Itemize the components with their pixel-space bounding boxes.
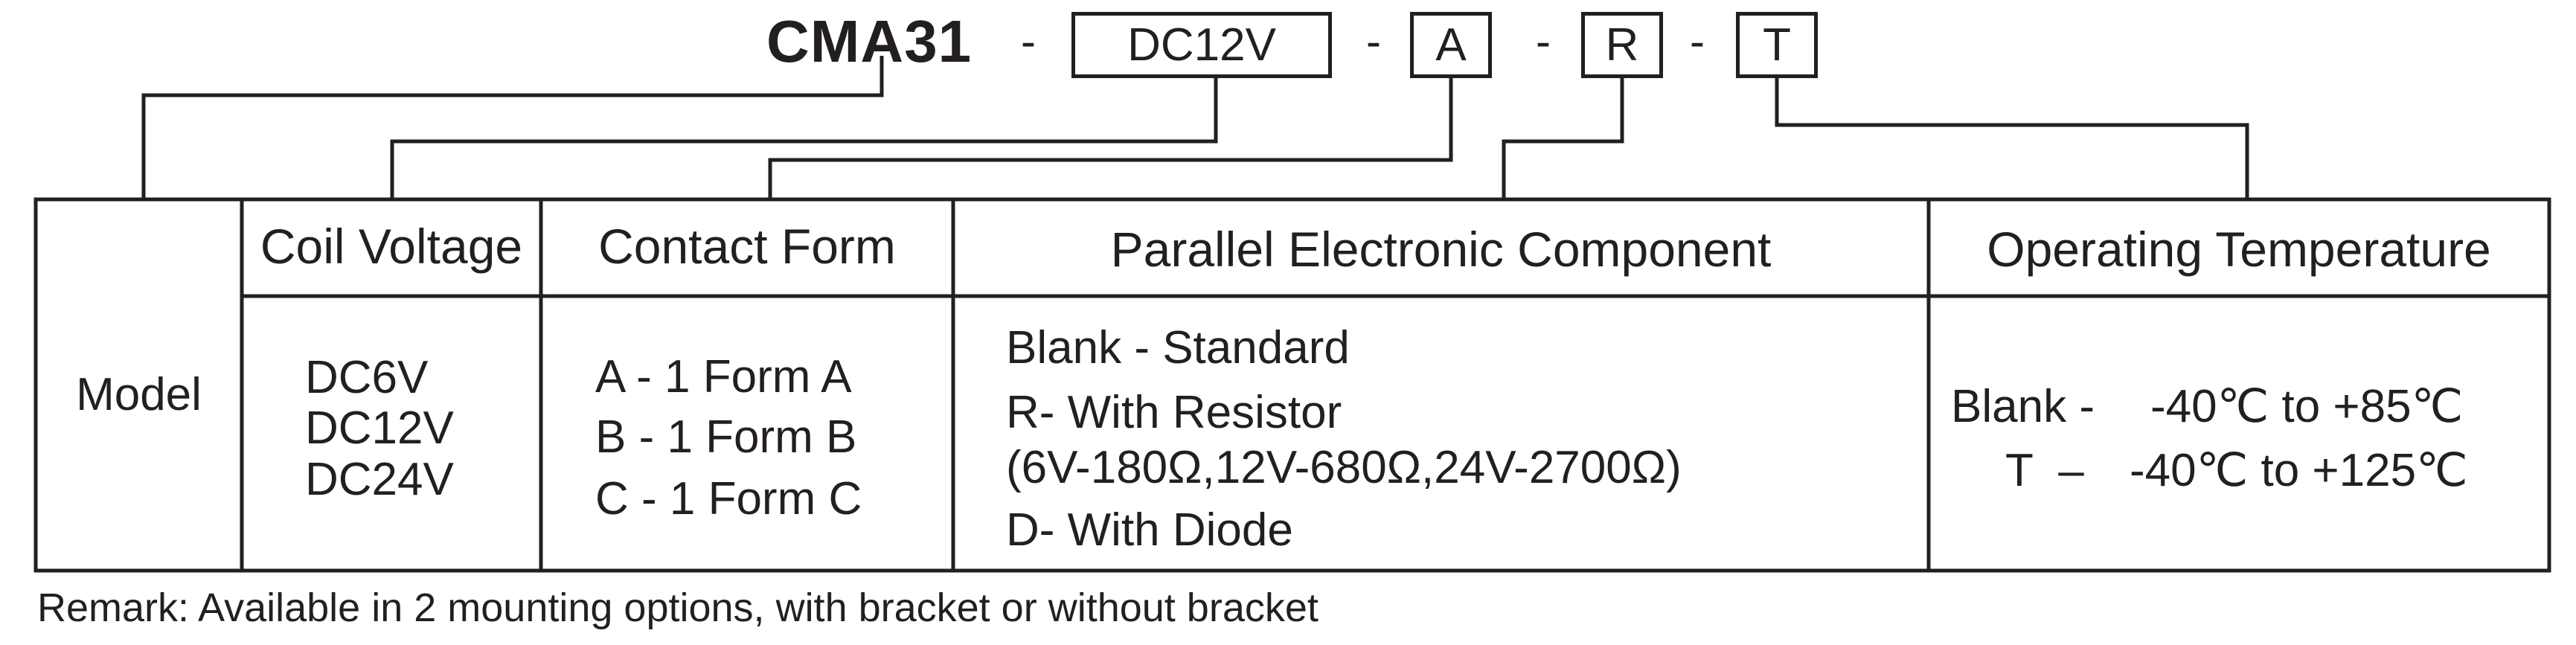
coil-voltage-leader-line bbox=[390, 77, 1218, 199]
header-contact-form: Contact Form bbox=[598, 219, 896, 274]
temperature-t-range: -40℃ to +125℃ bbox=[2130, 445, 2468, 496]
component-code-box: R bbox=[1581, 12, 1663, 78]
code-dash-3: - bbox=[1536, 16, 1551, 66]
component-leader-line bbox=[1502, 77, 1624, 199]
coil-voltage-option: DC12V bbox=[305, 402, 454, 454]
component-option: D- With Diode bbox=[1006, 504, 1293, 556]
remark-text: Remark: Available in 2 mounting options,… bbox=[37, 585, 1319, 630]
contact-form-option: B - 1 Form B bbox=[595, 411, 857, 463]
coil-voltage-code: DC12V bbox=[1127, 19, 1276, 71]
coil-voltage-option: DC24V bbox=[305, 454, 454, 505]
model-leader-line bbox=[141, 56, 884, 199]
component-option: R- With Resistor bbox=[1006, 387, 1342, 438]
temperature-leader-line bbox=[1775, 77, 2249, 199]
code-dash-4: - bbox=[1690, 16, 1705, 66]
coil-voltage-code-box: DC12V bbox=[1071, 12, 1332, 78]
contact-form-code-box: A bbox=[1410, 12, 1492, 78]
contact-form-code: A bbox=[1435, 19, 1467, 71]
header-parallel-component: Parallel Electronic Component bbox=[1110, 222, 1772, 277]
temperature-blank-range: -40℃ to +85℃ bbox=[2150, 381, 2464, 432]
header-operating-temperature: Operating Temperature bbox=[1987, 222, 2491, 277]
component-option-note: (6V-180Ω,12V-680Ω,24V-2700Ω) bbox=[1006, 442, 1682, 493]
component-code: R bbox=[1605, 19, 1639, 71]
contact-form-option: A - 1 Form A bbox=[595, 351, 852, 402]
model-prefix: CMA31 bbox=[766, 8, 973, 74]
temperature-code-box: T bbox=[1736, 12, 1818, 78]
model-label: Model bbox=[76, 369, 202, 420]
temperature-t-code: T – bbox=[2005, 445, 2084, 496]
code-dash-2: - bbox=[1366, 16, 1381, 66]
contact-form-leader-line bbox=[768, 77, 1453, 199]
temperature-code: T bbox=[1763, 19, 1791, 71]
coil-voltage-option: DC6V bbox=[305, 352, 429, 403]
temperature-blank-code: Blank - bbox=[1951, 381, 2095, 432]
code-dash-1: - bbox=[1021, 16, 1036, 66]
component-option: Blank - Standard bbox=[1006, 322, 1350, 373]
contact-form-option: C - 1 Form C bbox=[595, 473, 862, 524]
header-coil-voltage: Coil Voltage bbox=[260, 219, 523, 274]
table-border bbox=[33, 197, 2551, 573]
